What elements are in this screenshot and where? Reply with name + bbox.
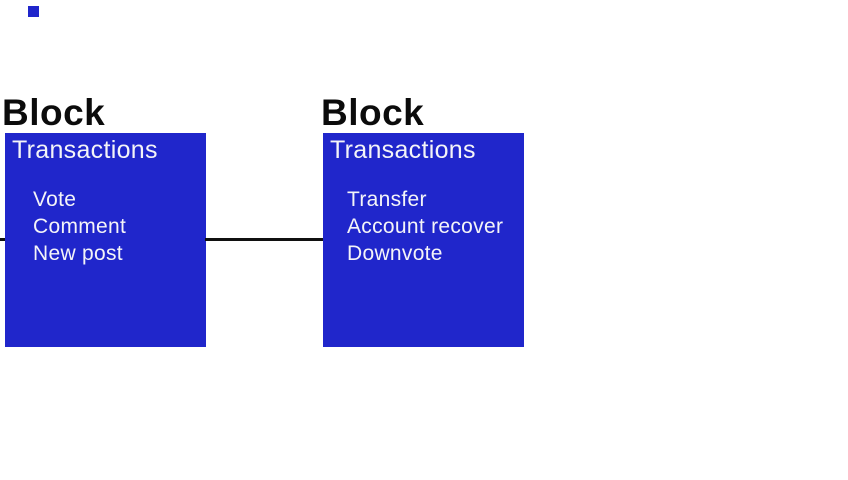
block-1-transactions-header: Transactions <box>12 136 158 164</box>
chain-link-left-stub <box>0 238 6 241</box>
transaction-item: New post <box>33 242 123 265</box>
block-1-transaction-list: Vote Comment New post <box>33 186 206 267</box>
transaction-item: Transfer <box>347 188 427 211</box>
block-2-box: Transactions Transfer Account recover Do… <box>323 133 524 347</box>
chain-link-connector <box>205 238 324 241</box>
block-1-box: Transactions Vote Comment New post <box>5 133 206 347</box>
transaction-item: Comment <box>33 215 127 238</box>
block-2-transaction-list: Transfer Account recover Downvote <box>347 186 524 267</box>
transaction-item: Vote <box>33 188 77 211</box>
block-2-transactions-header: Transactions <box>330 136 476 164</box>
block-2-title: Block <box>321 92 425 133</box>
transaction-item: Account recover <box>347 215 504 238</box>
transaction-item: Downvote <box>347 242 443 265</box>
blue-fragment-decoration <box>28 6 39 17</box>
block-1-title: Block <box>2 92 106 133</box>
